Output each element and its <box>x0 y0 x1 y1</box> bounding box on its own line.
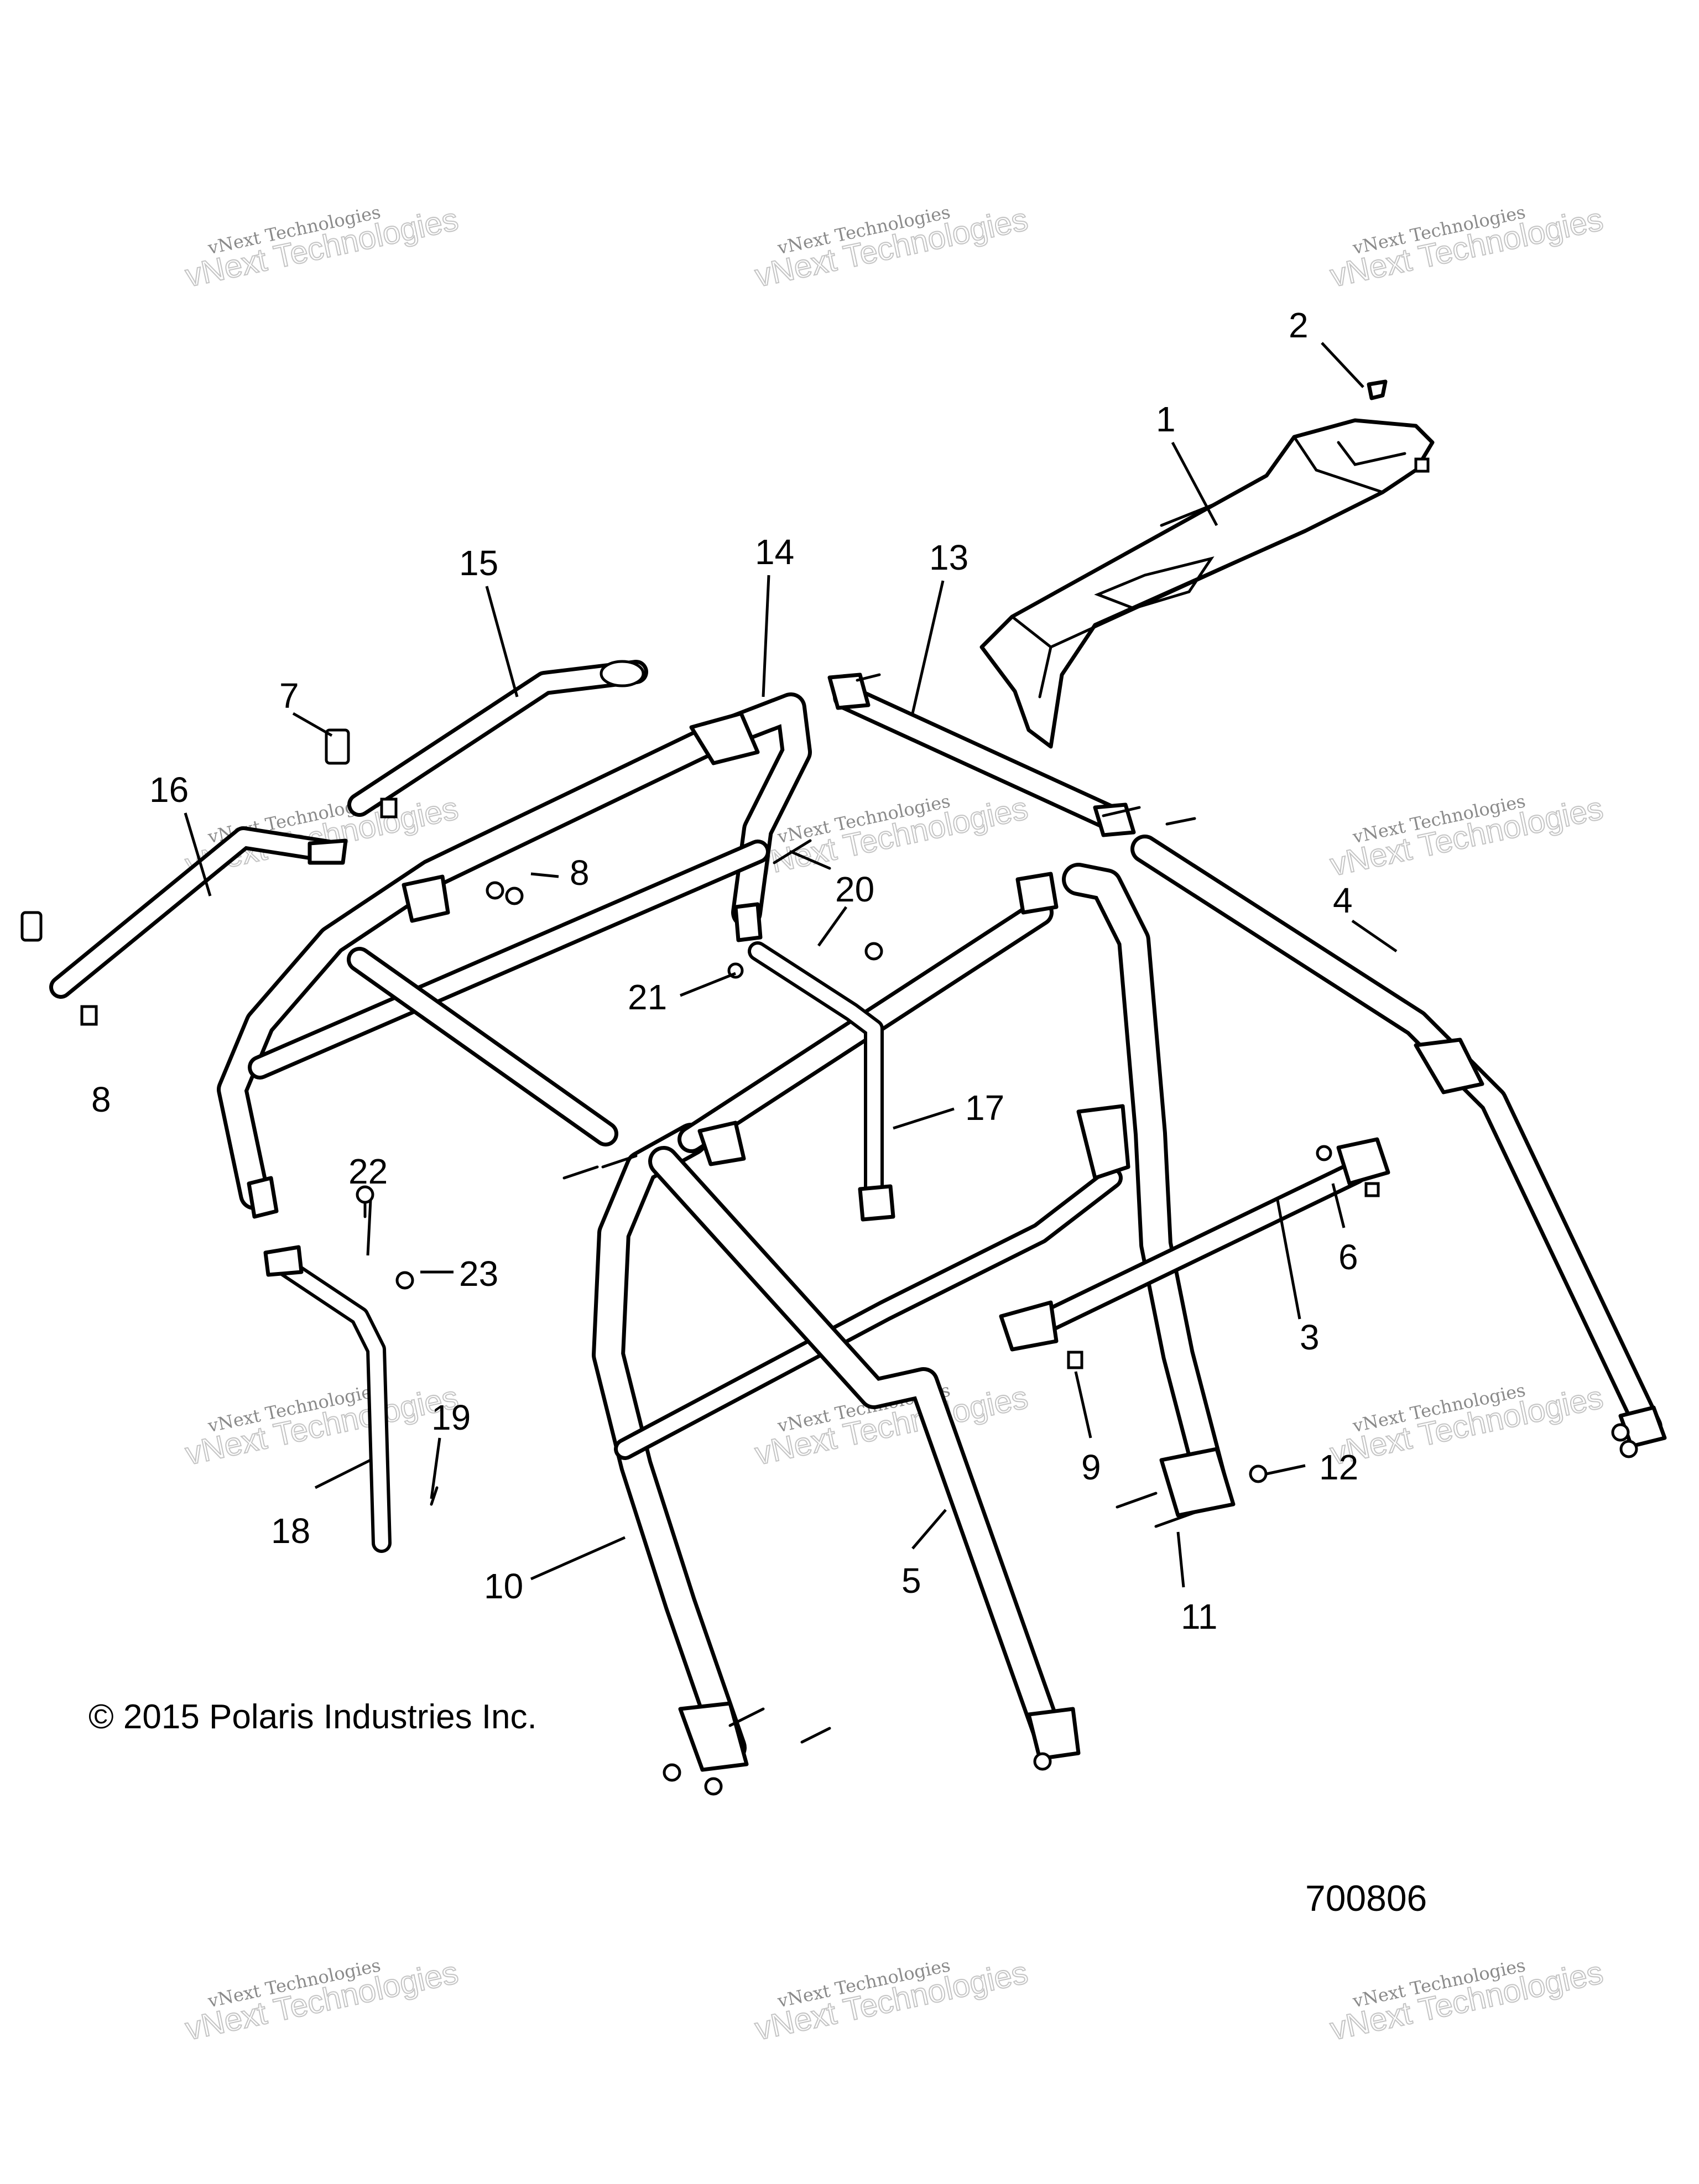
part-4-side-tube <box>1130 835 1667 1448</box>
callout-2: 2 <box>1289 305 1309 345</box>
callout-8a: 8 <box>570 853 590 893</box>
part-17-support <box>748 941 895 1222</box>
watermark: vNext Technologies vNext Technologies <box>752 201 1031 295</box>
watermark: vNext Technologies vNext Technologies <box>1327 1954 1607 2048</box>
callout-13: 13 <box>929 538 968 577</box>
leader-lines <box>184 342 1398 1588</box>
watermark: vNext Technologies vNext Technologies <box>1327 201 1607 295</box>
part-16-tube <box>49 826 348 999</box>
callout-20: 20 <box>835 869 874 909</box>
part-14-front-hoop <box>217 692 812 1219</box>
watermark: vNext Technologies vNext Technologies <box>752 1954 1031 2048</box>
watermark: vNext Technologies vNext Technologies <box>1327 1379 1607 1473</box>
watermark: vNext Technologies vNext Technologies <box>182 201 462 295</box>
callout-18: 18 <box>271 1511 310 1551</box>
part-13-cross-tube <box>827 673 1136 837</box>
part-5-diagonal-brace <box>648 1146 1081 1761</box>
hardware-fasteners <box>20 379 1638 1796</box>
callout-labels: 1 2 3 4 5 6 7 8 8 9 10 11 12 13 14 15 16… <box>91 305 1358 1636</box>
copyright-text: © 2015 Polaris Industries Inc. <box>88 1698 537 1736</box>
callout-8b: 8 <box>91 1080 111 1119</box>
part-1-roof-console <box>979 418 1435 749</box>
callout-1: 1 <box>1156 399 1176 439</box>
watermark: vNext Technologies vNext Technologies <box>182 1379 462 1473</box>
watermark: vNext Technologies vNext Technologies <box>182 1954 462 2048</box>
callout-17: 17 <box>965 1088 1004 1128</box>
callout-4: 4 <box>1333 880 1353 920</box>
figure-number: 700806 <box>1305 1878 1427 1919</box>
part-18-bracket <box>263 1245 392 1553</box>
watermark: vNext Technologies vNext Technologies <box>1327 790 1607 884</box>
callout-23: 23 <box>459 1254 498 1294</box>
callout-22: 22 <box>348 1151 388 1191</box>
callout-15: 15 <box>459 543 498 583</box>
callout-6: 6 <box>1338 1237 1358 1277</box>
callout-14: 14 <box>755 532 794 572</box>
callout-19: 19 <box>431 1398 471 1437</box>
part-3-cross-bar <box>999 1137 1390 1352</box>
callout-5: 5 <box>901 1561 921 1601</box>
callout-10: 10 <box>484 1566 523 1606</box>
part-10-main-cage <box>592 863 1236 1772</box>
part-15-tube <box>347 660 648 817</box>
callout-12: 12 <box>1319 1447 1358 1487</box>
callout-21: 21 <box>628 977 667 1017</box>
callout-16: 16 <box>149 770 189 810</box>
callout-9: 9 <box>1081 1447 1101 1487</box>
callout-11: 11 <box>1181 1597 1217 1636</box>
callout-3: 3 <box>1300 1317 1320 1357</box>
callout-7: 7 <box>279 676 299 716</box>
